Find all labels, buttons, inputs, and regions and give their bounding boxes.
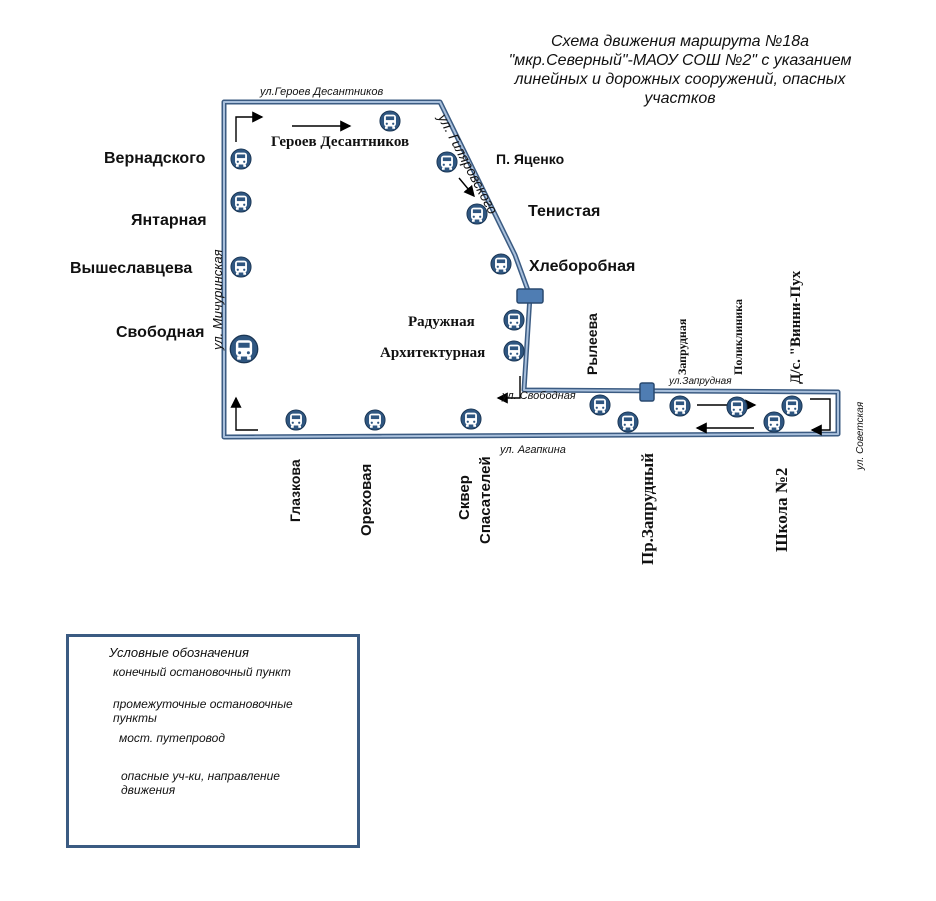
stop-label-khleborobnaya: Хлеборобная <box>529 258 636 275</box>
bus-stop-icon <box>364 409 386 431</box>
legend-title: Условные обозначения <box>109 645 249 660</box>
stop-label-shkola: Школа №2 <box>772 467 791 552</box>
street-label-sovetskaya: ул. Советская <box>855 401 866 470</box>
stop-label-orekhovaya: Ореховая <box>358 463 375 536</box>
bus-stop-icon <box>781 395 803 417</box>
stop-label-tenistaya: Тенистая <box>528 203 601 220</box>
street-label-agapkina: ул. Агапкина <box>500 444 566 456</box>
stop-label-zaprudnaya: Запрудная <box>675 318 689 375</box>
legend-terminal-text: конечный остановочный пункт <box>113 665 291 679</box>
stop-label-vysheslavtseva: Вышеславцева <box>70 260 193 277</box>
bus-stop-icon <box>379 110 401 132</box>
stop-label-ryleeva: Рылеева <box>584 313 600 375</box>
bus-stop-icon <box>490 253 512 275</box>
bus-stop-icon <box>589 394 611 416</box>
stop-label-skver-line1: Сквер <box>456 475 473 520</box>
street-label-svobodnaya: ул. Свободная <box>502 390 576 402</box>
map-title-line: "мкр.Северный"-МАОУ СОШ №2" с указанием <box>508 52 852 69</box>
map-title-line: линейных и дорожных сооружений, опасных <box>514 71 846 88</box>
bus-stop-icon <box>503 309 525 331</box>
bridge-marker <box>639 382 655 402</box>
street-label-michurinskaya: ул. Мичуринская <box>210 249 225 350</box>
stop-label-yantarnaya: Янтарная <box>131 212 207 229</box>
legend-box: Условные обозначения конечный остановочн… <box>66 634 360 848</box>
bus-stop-icon <box>230 191 252 213</box>
stop-label-geroev-desantnikov: Героев Десантников <box>271 134 410 150</box>
bus-stop-icon <box>230 148 252 170</box>
bus-stop-icon <box>617 411 639 433</box>
street-label-geroev-desantnikov: ул.Героев Десантников <box>260 86 384 98</box>
map-title: Схема движения маршрута №18а "мкр.Северн… <box>470 32 890 108</box>
bus-stop-icon <box>285 409 307 431</box>
bus-stop-icon <box>230 256 252 278</box>
bus-stop-icon <box>460 408 482 430</box>
stop-label-svobodnaya: Свободная <box>116 324 205 341</box>
legend-intermediate-text-line2: пункты <box>113 711 157 725</box>
legend-danger-text-line1: опасные уч-ки, направление <box>121 769 280 783</box>
stop-label-detsad: Д/с. "Винни-Пух <box>788 270 804 384</box>
stop-label-raduzhnaya: Радужная <box>408 314 475 330</box>
bus-stop-icon <box>763 411 785 433</box>
stop-label-vernadskogo: Вернадского <box>104 150 206 167</box>
map-title-line: Схема движения маршрута №18а <box>550 33 810 50</box>
map-title-line: участков <box>644 90 716 107</box>
bus-stop-terminal-icon <box>229 334 259 364</box>
stop-label-yatsenko: П. Яценко <box>496 151 565 167</box>
stop-label-arkhitekturnaya: Архитектурная <box>380 345 486 361</box>
bus-stop-icon <box>726 396 748 418</box>
street-label-zaprudnaya: ул.Запрудная <box>669 376 732 387</box>
direction-arrows <box>230 111 831 436</box>
stop-label-glazkova: Глазкова <box>287 459 303 522</box>
stop-label-pr-zaprudny: Пр.Запрудный <box>638 452 657 565</box>
bus-stop-icon <box>669 395 691 417</box>
legend-intermediate-text-line1: промежуточные остановочные <box>113 697 293 711</box>
stop-label-skver-line2: Спасателей <box>477 456 494 544</box>
legend-bridge-text: мост. путепровод <box>119 731 225 745</box>
bus-stop-icon <box>503 340 525 362</box>
legend-danger-text-line2: движения <box>121 783 176 797</box>
stop-label-poliklinika: Поликлиника <box>731 299 745 375</box>
route-line <box>221 99 841 440</box>
bridge-marker <box>516 288 544 304</box>
